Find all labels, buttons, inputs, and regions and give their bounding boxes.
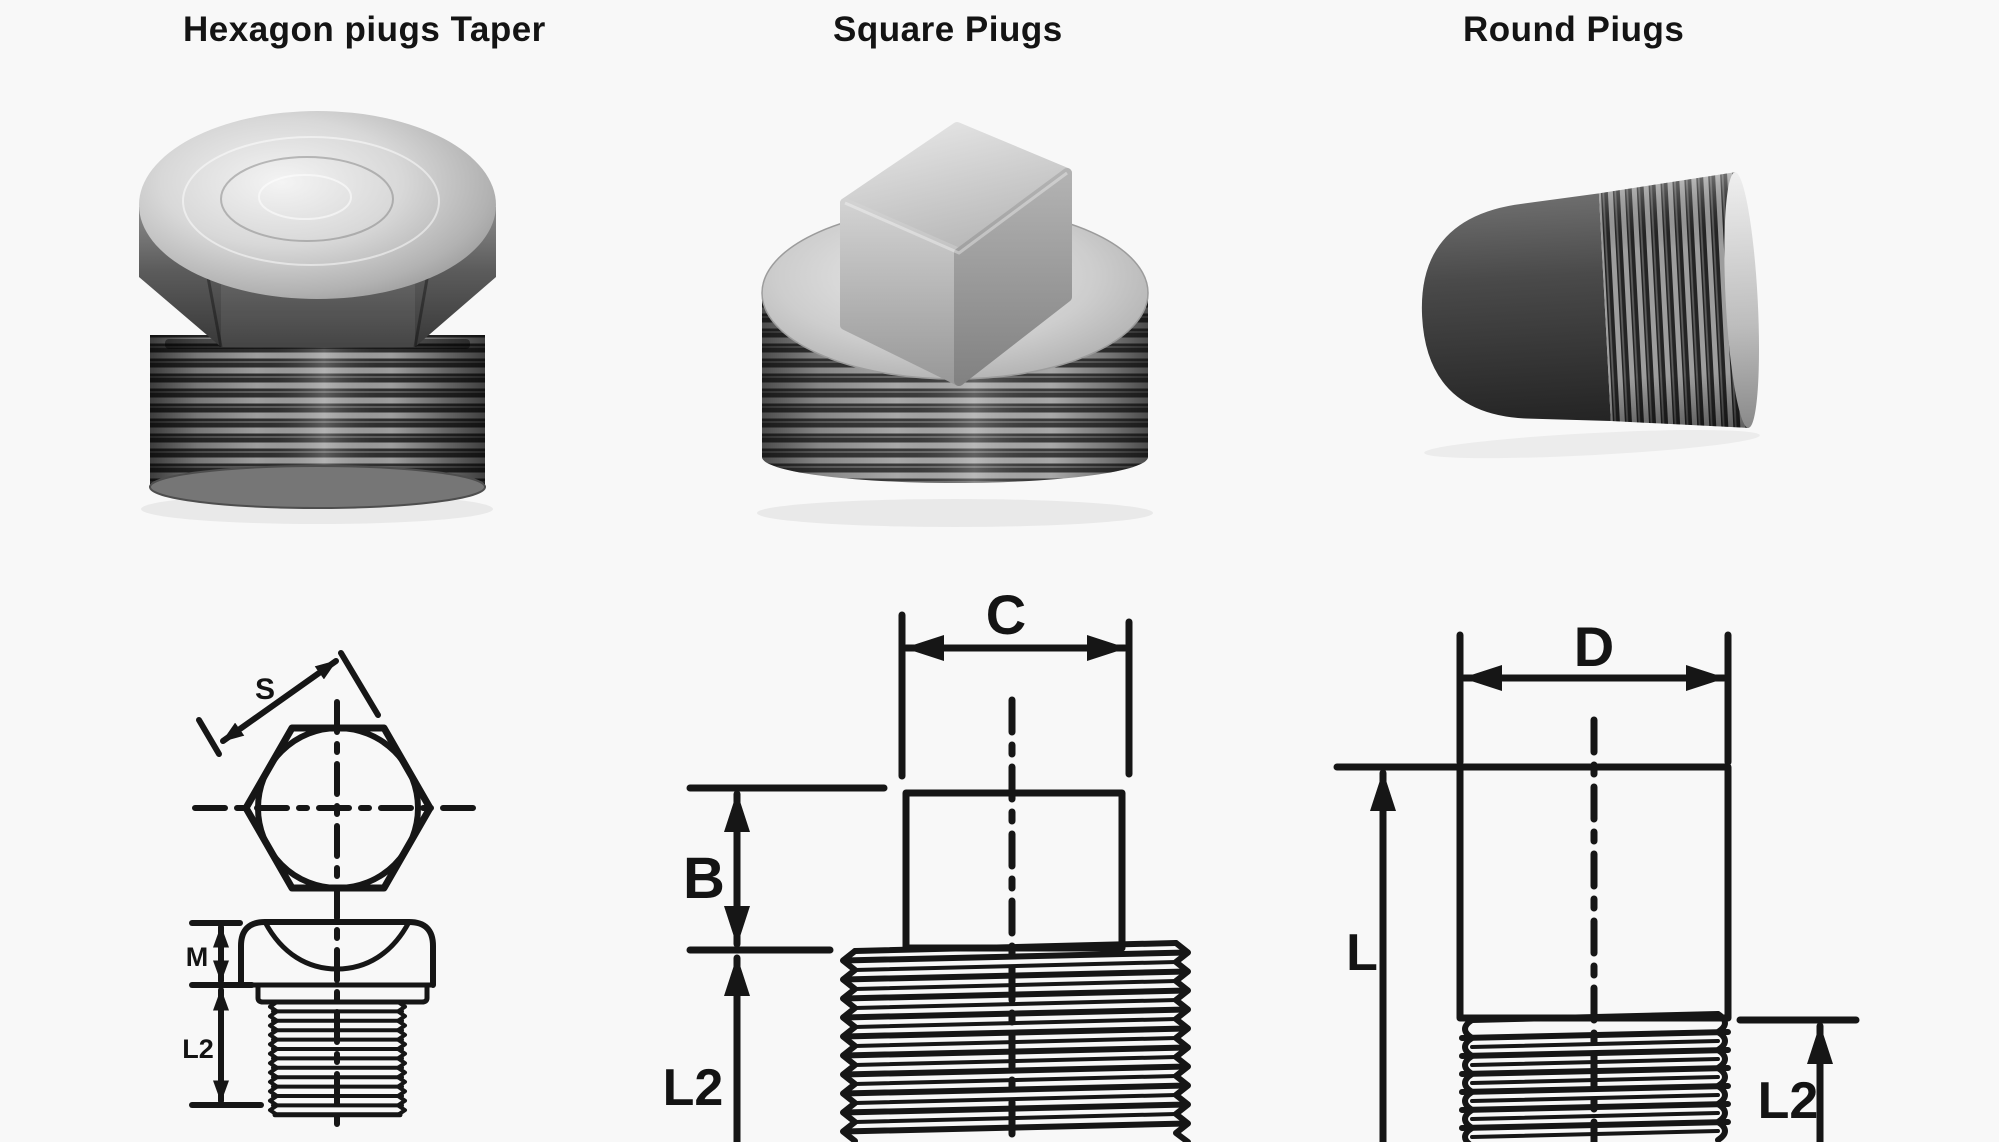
dim-label-head-height: B — [683, 846, 725, 911]
square-plug-render — [757, 122, 1153, 527]
extension-line — [338, 650, 381, 718]
m-dimension — [189, 920, 255, 988]
inscribed-circle — [255, 725, 421, 891]
square-plug-drawing: C B L2 — [663, 583, 1191, 1142]
square-head — [840, 122, 1072, 386]
hex-head-profile — [238, 919, 436, 988]
collar-profile — [255, 982, 430, 1005]
hexagon-plug-drawing: S — [182, 650, 488, 1135]
b-dimension — [686, 784, 888, 954]
square-plug-photo — [757, 122, 1153, 527]
section-title-round: Round Piugs — [1463, 10, 1685, 49]
c-dimension — [898, 611, 1133, 780]
drop-shadow — [757, 499, 1153, 527]
body-bottom — [149, 465, 486, 509]
l2-dimension — [1736, 1016, 1860, 1142]
dim-label-head-width: C — [986, 583, 1026, 646]
square-plug-views — [686, 611, 1191, 1142]
round-plug-render — [1421, 172, 1760, 459]
round-plug-photo — [1421, 172, 1760, 459]
l2-dimension — [189, 987, 264, 1108]
round-cap — [1421, 193, 1611, 422]
round-plug-views — [1333, 631, 1860, 1142]
thread-profile — [268, 1000, 407, 1118]
dim-label-across-flats: S — [255, 673, 275, 706]
round-plug-drawing: D L L2 — [1333, 615, 1860, 1142]
head-right-face — [954, 168, 1072, 386]
drop-shadow — [1424, 430, 1760, 459]
thread-profile — [840, 940, 1191, 1142]
head-chamfer-arcs — [262, 919, 412, 972]
hexagon-top-view — [192, 650, 488, 1135]
dim-label-head-height: M — [186, 942, 209, 972]
dim-label-outer-diameter: D — [1574, 615, 1614, 678]
d-dimension — [1456, 631, 1732, 766]
hexagon-plug-render — [139, 111, 496, 524]
section-title-square: Square Piugs — [833, 10, 1063, 49]
dim-label-thread-length: L2 — [1758, 1072, 1819, 1130]
dim-label-thread-length: L2 — [182, 1034, 214, 1064]
machined-top-face — [139, 111, 496, 299]
l-dimension — [1333, 763, 1462, 1142]
thread-profile — [1459, 1011, 1731, 1142]
hexagon-side-view — [189, 919, 436, 1118]
polished-end-face — [1724, 172, 1760, 428]
s-dimension — [196, 650, 381, 757]
dim-label-thread-length: L2 — [663, 1059, 724, 1117]
section-title-hexagon: Hexagon piugs Taper — [183, 10, 546, 49]
extension-line — [196, 717, 222, 757]
dim-label-overall-length: L — [1346, 924, 1378, 982]
hexagon-plug-photo — [139, 111, 496, 524]
